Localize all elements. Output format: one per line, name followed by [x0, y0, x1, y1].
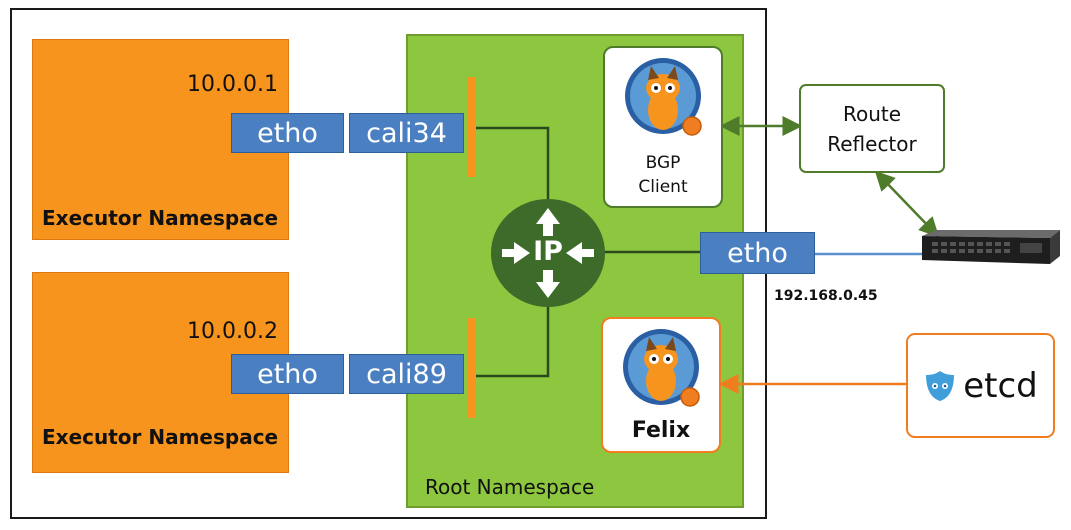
route-reflector-line1: Route [842, 101, 902, 126]
executor-2-eth: etho [231, 354, 344, 394]
route-reflector-box: Route Reflector [799, 84, 945, 173]
router-label: IP [533, 236, 563, 267]
bgp-label-line2: Client [638, 177, 688, 197]
uplink-ip: 192.168.0.45 [774, 288, 878, 304]
executor-2-label: Executor Namespace [42, 425, 279, 449]
etcd-logo-icon [926, 370, 955, 401]
executor-1-eth: etho [231, 113, 344, 153]
felix-label: Felix [631, 418, 691, 443]
executor-2-ip: 10.0.0.2 [187, 319, 278, 344]
uplink-eth: etho [700, 232, 815, 274]
executor-1-ip: 10.0.0.1 [187, 72, 278, 97]
executor-1-label: Executor Namespace [42, 206, 279, 230]
rack-switch-icon [922, 230, 1060, 264]
cali34-link [475, 126, 550, 205]
route-reflector-line2: Reflector [827, 131, 917, 156]
router-arrows-icon [491, 199, 605, 307]
calico-cat-icon [625, 58, 702, 136]
etcd-box: etcd [906, 333, 1055, 438]
cali34-interface: cali34 [349, 113, 464, 153]
rr-switch-link [874, 170, 940, 238]
calico-cat-icon [623, 329, 700, 407]
router-node: IP [490, 198, 606, 308]
veth-bar-top [468, 77, 476, 177]
etcd-label: etcd [963, 365, 1038, 406]
root-namespace-label: Root Namespace [425, 475, 595, 499]
bgp-client-label: BGP Client [603, 151, 723, 199]
cali89-interface: cali89 [349, 354, 464, 394]
cali89-link [475, 298, 550, 378]
bgp-label-line1: BGP [645, 153, 681, 173]
veth-bar-bottom [468, 318, 476, 418]
